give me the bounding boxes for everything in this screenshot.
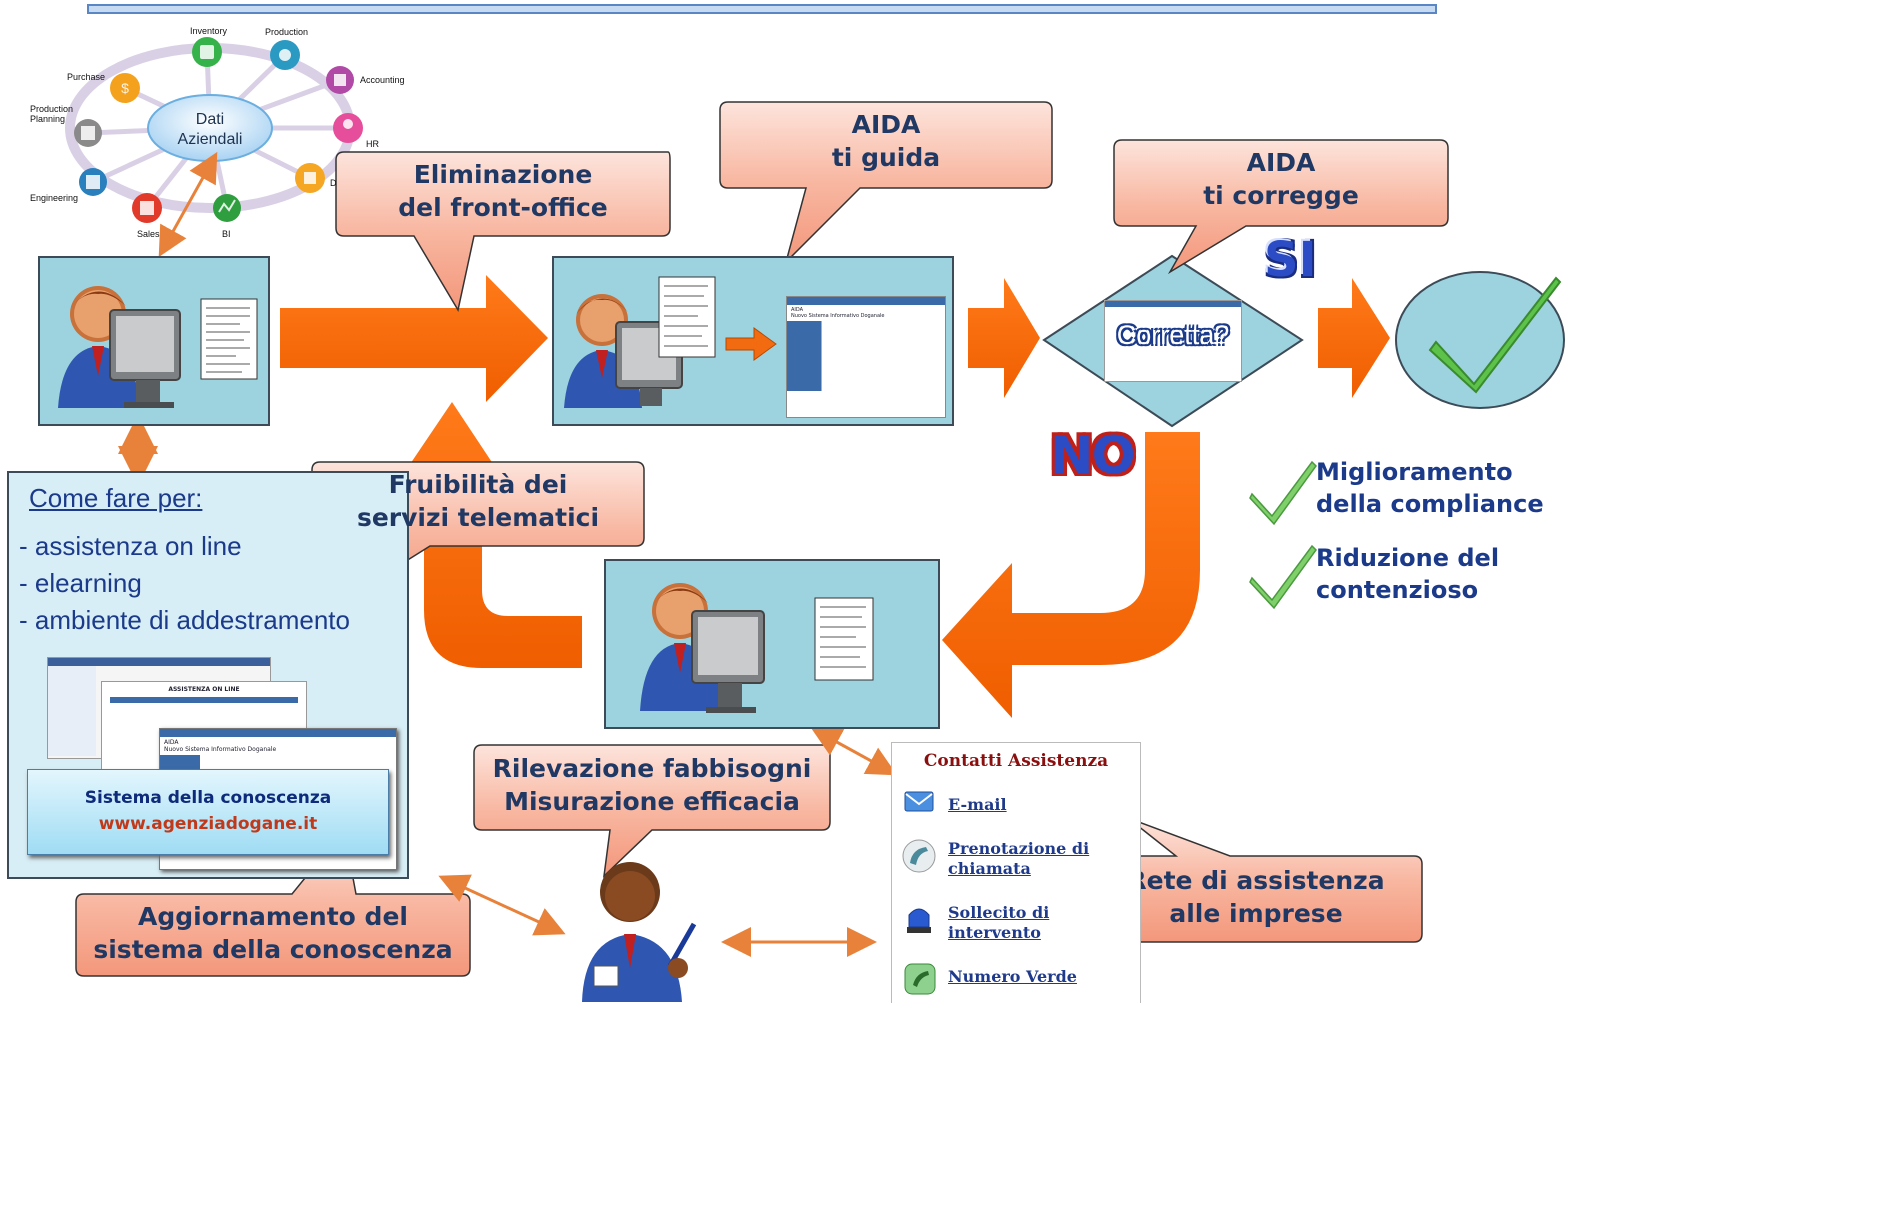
alarm-light-icon xyxy=(907,908,931,933)
erp-module-label: Accounting xyxy=(360,75,405,85)
user-panel-aida: AIDA Nuovo Sistema Informativo Doganale xyxy=(552,256,954,426)
contacts-panel: Contatti Assistenza E-mail Prenotazione … xyxy=(891,742,1141,1003)
phone-booking-icon xyxy=(902,839,936,873)
contact-toll-free-link[interactable]: Numero Verde xyxy=(948,967,1077,986)
panel-contacts-link xyxy=(810,727,898,776)
decision-screen-thumbnail xyxy=(1104,300,1242,382)
erp-module-label: Inventory xyxy=(190,26,228,36)
erp-hub-center-label: Dati Aziendali xyxy=(177,111,243,148)
envelope-icon xyxy=(904,791,934,812)
banner-url[interactable]: www.agenziadogane.it xyxy=(98,814,318,834)
flow-arrow-3 xyxy=(1318,278,1390,398)
benefit-litigation: Riduzione del contenzioso xyxy=(1316,544,1500,604)
success-circle xyxy=(1395,271,1565,409)
contact-intervention-link[interactable]: Sollecito di intervento xyxy=(948,903,1050,942)
howto-item[interactable]: - assistenza on line xyxy=(19,531,242,561)
benefit-check-icon xyxy=(1249,460,1317,526)
document-icon xyxy=(200,298,258,380)
flow-arrow-1 xyxy=(280,275,548,402)
erp-module-label: Engineering xyxy=(30,193,79,203)
diagram-canvas: $ xyxy=(65,4,1565,977)
knowledge-system-banner[interactable]: Sistema della conoscenza www.agenziadoga… xyxy=(27,769,389,855)
erp-module-label: Production xyxy=(265,27,309,37)
callout-usability: Fruibilità dei servizi telematici xyxy=(356,470,600,532)
erp-module-label: Production Planning xyxy=(30,104,74,124)
user-at-computer-icon xyxy=(640,583,765,713)
callout-shapes xyxy=(75,101,1449,977)
decision-yes-label: SI xyxy=(1264,232,1317,288)
erp-module-label: Purchase xyxy=(67,72,106,82)
callout-aida-guides: AIDA ti guida xyxy=(831,110,941,172)
header-bar xyxy=(87,4,1437,14)
assistance-screen-header: ASSISTENZA ON LINE xyxy=(168,686,240,693)
aida-screenshot-header: AIDA Nuovo Sistema Informativo Doganale xyxy=(164,739,277,753)
big-check-icon xyxy=(1428,276,1562,394)
erp-module-label: D xyxy=(330,178,337,188)
howto-title[interactable]: Come fare per: xyxy=(29,483,203,513)
green-phone-icon xyxy=(904,963,936,995)
user-panel-correction xyxy=(604,559,940,729)
hub-user-link xyxy=(158,151,218,258)
benefit-compliance: Miglioramento della compliance xyxy=(1316,458,1544,518)
contact-call-booking-link[interactable]: Prenotazione di chiamata xyxy=(948,839,1090,878)
howto-panel: Come fare per: - assistenza on line - el… xyxy=(7,471,409,879)
decision-label: Corretta? xyxy=(1116,320,1230,350)
erp-hub-diagram: $ xyxy=(65,37,363,223)
support-operator-icon xyxy=(582,862,697,1002)
flow-arrow-2 xyxy=(968,278,1040,398)
document-icon xyxy=(658,276,716,358)
decision-no-label: NO xyxy=(1050,426,1136,486)
user-panel-start xyxy=(38,256,270,426)
banner-title: Sistema della conoscenza xyxy=(84,788,332,808)
contacts-title: Contatti Assistenza xyxy=(923,751,1109,771)
callout-survey: Rilevazione fabbisogni Misurazione effic… xyxy=(492,754,812,816)
erp-module-label: HR xyxy=(366,139,379,149)
small-right-arrow-icon xyxy=(725,327,777,361)
callout-aida-corrects: AIDA ti corregge xyxy=(1203,148,1359,210)
aida-screen-thumbnail: AIDA Nuovo Sistema Informativo Doganale xyxy=(786,296,946,418)
erp-module-label: BI xyxy=(222,229,231,239)
document-icon xyxy=(814,597,874,681)
erp-module-label: Sales xyxy=(137,229,160,239)
callout-elimination: Eliminazione del front-office xyxy=(398,160,608,222)
howto-item[interactable]: - elearning xyxy=(19,568,142,598)
howto-item[interactable]: - ambiente di addestramento xyxy=(19,605,350,635)
knowledge-operator-link xyxy=(438,874,566,936)
user-at-computer-icon xyxy=(58,286,181,408)
svg-text:$: $ xyxy=(121,80,129,96)
flow-arrow-no xyxy=(942,432,1200,718)
aida-screen-header: AIDA Nuovo Sistema Informativo Doganale xyxy=(791,307,885,319)
benefit-check-icon xyxy=(1249,544,1317,610)
callout-knowledge-update: Aggiornamento del sistema della conoscen… xyxy=(93,902,453,964)
contact-email-link[interactable]: E-mail xyxy=(948,795,1007,814)
